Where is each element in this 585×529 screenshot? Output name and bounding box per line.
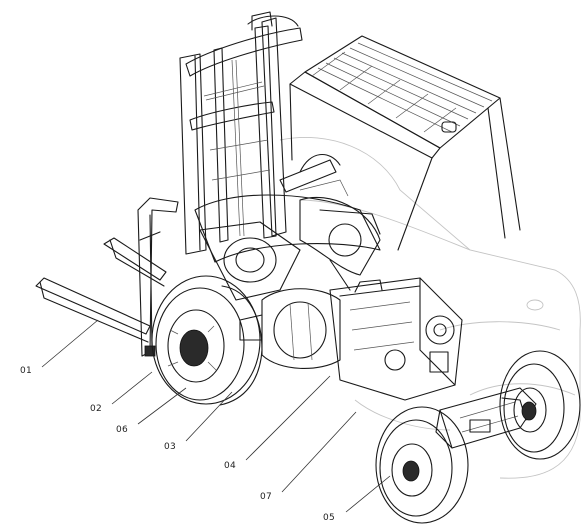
callout-07: 07 xyxy=(260,492,273,502)
leader-01 xyxy=(41,319,99,368)
callout-01: 01 xyxy=(20,366,33,376)
front-drive-wheel xyxy=(151,275,263,406)
leader-05 xyxy=(345,475,391,513)
callout-06: 06 xyxy=(116,425,129,435)
overhead-guard xyxy=(289,35,521,251)
drive-assembly xyxy=(194,179,463,401)
leader-04 xyxy=(245,375,331,461)
carriage xyxy=(137,197,179,357)
callout-04: 04 xyxy=(224,461,237,471)
callout-05: 05 xyxy=(323,513,336,523)
rear-wheel-right xyxy=(499,350,581,460)
mast xyxy=(179,11,341,255)
leader-07 xyxy=(281,411,357,493)
callout-03: 03 xyxy=(164,442,177,452)
rear-steer-axle xyxy=(435,387,537,449)
forks xyxy=(35,237,167,343)
leader-03 xyxy=(185,391,233,442)
rear-wheel-left xyxy=(375,406,469,524)
leader-02 xyxy=(111,371,153,405)
ghost-chassis xyxy=(279,137,581,479)
callout-02: 02 xyxy=(90,404,103,414)
leader-06 xyxy=(137,387,187,425)
leader-lines xyxy=(41,319,391,513)
